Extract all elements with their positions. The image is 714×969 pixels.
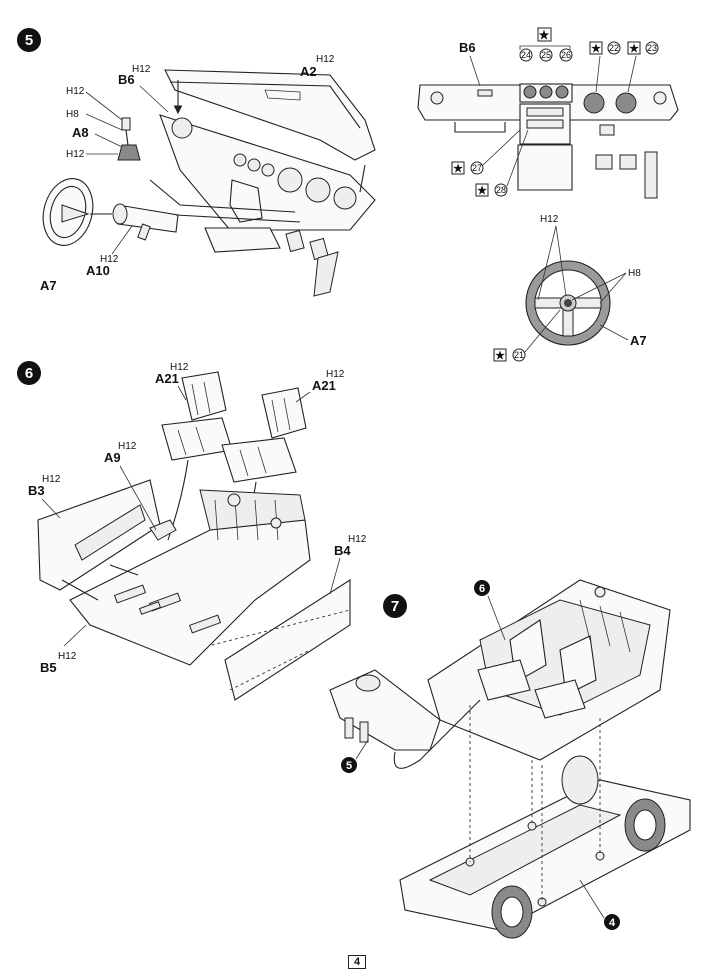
decal-22: 22 (609, 43, 619, 53)
svg-text:★: ★ (539, 28, 550, 42)
boot-paint-label: H12 (66, 149, 85, 160)
a10-part-label: A10 (86, 263, 110, 278)
detail-steering-wheel (525, 260, 611, 346)
paint-star-group-24-26: ★ 24 25 26 (519, 27, 573, 62)
decal-21: 21 (514, 350, 524, 360)
svg-text:★: ★ (629, 43, 639, 55)
decal-26: 26 (561, 50, 571, 60)
decal-28: 28 (496, 185, 506, 195)
step-7-badge: 7 (383, 594, 407, 618)
step-6-badge: 6 (17, 361, 41, 385)
front-seat-right (221, 387, 307, 483)
ref-5-number: 5 (346, 760, 352, 772)
seat-left-paint: H12 (170, 362, 189, 373)
shifter-part (117, 117, 141, 161)
dash-module (329, 669, 481, 769)
lever-paint: H12 (118, 441, 137, 452)
b5-paint: H12 (58, 651, 77, 662)
paint-star-27: ★ 27 (451, 129, 521, 175)
step-7-number: 7 (391, 598, 399, 615)
decal-23: 23 (647, 43, 657, 53)
paint-star-23: ★ 23 (627, 41, 659, 93)
lever-part-label: A9 (104, 450, 121, 465)
seat-right-part: A21 (312, 378, 336, 393)
detail-a7-label: A7 (630, 333, 647, 348)
b3-paint: H12 (42, 474, 61, 485)
svg-text:★: ★ (591, 43, 601, 55)
front-seat-left (161, 371, 233, 461)
step-5-badge: 5 (17, 28, 41, 52)
decal-24: 24 (521, 50, 531, 60)
assembled-interior (427, 579, 671, 761)
knob-paint-1-label: H12 (66, 86, 85, 97)
steering-column-part (90, 203, 179, 241)
a10-paint-label: H12 (100, 254, 119, 265)
ref-6-badge: 6 (474, 580, 506, 641)
knob-paint-2-label: H8 (66, 109, 79, 120)
ref-5-badge: 5 (341, 739, 369, 773)
pedals-part (285, 229, 339, 297)
step-5-number: 5 (25, 32, 33, 49)
dash-detail-view (417, 83, 679, 199)
detail-wheel-paint-1: H12 (540, 214, 559, 225)
ref-6-number: 6 (479, 583, 485, 595)
page-number: 4 (348, 955, 366, 969)
decal-25: 25 (541, 50, 551, 60)
step-6-number: 6 (25, 365, 33, 382)
chassis (399, 755, 691, 939)
b6-part-label: B6 (118, 72, 135, 87)
svg-text:★: ★ (495, 350, 505, 362)
dashboard-top-part (164, 69, 376, 161)
b4-part-label: B4 (334, 543, 351, 558)
lever-part (149, 519, 177, 541)
a2-part-label: A2 (300, 64, 317, 79)
a2-paint-label: H12 (316, 54, 335, 65)
ref-4-badge: 4 (579, 879, 620, 930)
paint-star-21: ★ 21 (493, 309, 561, 362)
steering-wheel-part (42, 178, 94, 246)
b6-paint-label: H12 (132, 64, 151, 75)
dashboard-body-part (159, 114, 376, 253)
detail-b6-label: B6 (459, 40, 476, 55)
decal-27: 27 (472, 163, 482, 173)
paint-star-22: ★ 22 (589, 41, 621, 93)
b4-paint: H12 (348, 534, 367, 545)
seat-left-part: A21 (155, 371, 179, 386)
b5-part-label: B5 (40, 660, 57, 675)
a8-part-label: A8 (72, 125, 89, 140)
a7-part-label: A7 (40, 278, 57, 293)
seat-right-paint: H12 (326, 369, 345, 380)
b3-part-label: B3 (28, 483, 45, 498)
detail-wheel-paint-2: H8 (628, 268, 641, 279)
side-panel-right (224, 578, 351, 701)
svg-text:★: ★ (453, 163, 463, 175)
ref-4-number: 4 (609, 917, 616, 929)
svg-text:★: ★ (477, 185, 487, 197)
paint-star-28: ★ 28 (475, 129, 529, 197)
floor-tub-part (69, 489, 311, 666)
